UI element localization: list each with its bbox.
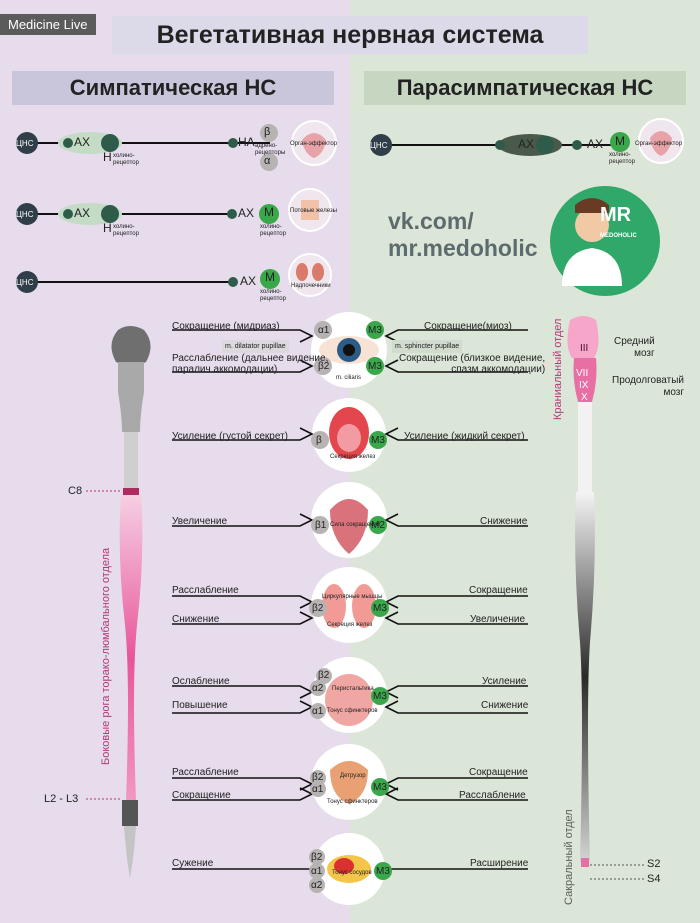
sym-spine [111, 326, 151, 878]
page-title: Вегетативная нервная система [112, 16, 588, 54]
effect-lines [172, 329, 528, 870]
sympathetic-header: Симпатическая НС [12, 71, 334, 105]
cns-label: ЦНС [16, 139, 34, 148]
receptor-bubbles [309, 321, 392, 893]
sym-pathway-adrenal [16, 253, 332, 297]
logo-mr: MR [600, 204, 632, 226]
watermark: Medicine Live [0, 14, 96, 35]
sacral-label: Сакральный отдел [563, 809, 575, 905]
na-label: НА [238, 135, 255, 149]
para-pathway-organ [370, 118, 684, 164]
ach-label: АХ [74, 135, 91, 149]
cns-node [16, 132, 38, 154]
sym-pathway-organ [16, 120, 337, 171]
h-label: Н [103, 150, 112, 164]
sym-pathway-sweat [16, 188, 332, 232]
parasympathetic-header: Парасимпатическая НС [364, 71, 686, 105]
organ-effector-label: Орган-эффектор [290, 141, 338, 147]
midbrain-label: Средний мозг [614, 336, 655, 359]
adrenals-label: Надпочечники [291, 283, 331, 289]
sympathetic-panel [0, 0, 350, 923]
para-spine [567, 316, 599, 867]
vk-link[interactable]: vk.com/mr.medoholic [388, 208, 538, 261]
s4-label: S4 [647, 873, 661, 885]
lateral-horns-label: Боковые рога торако-люмбального отдела [100, 547, 112, 765]
logo-sub: MEDOHOLIC [600, 233, 637, 239]
logo [550, 186, 660, 296]
c8-label: C8 [68, 485, 83, 497]
sweat-glands-label: Потовые железы [290, 208, 337, 214]
medulla-label: Продолговатый мозг [612, 375, 684, 398]
l2l3-label: L2 - L3 [44, 793, 79, 805]
cranial-label: Краниальный отдел [552, 318, 564, 420]
organ-circles [311, 312, 387, 905]
s2-label: S2 [647, 858, 661, 870]
